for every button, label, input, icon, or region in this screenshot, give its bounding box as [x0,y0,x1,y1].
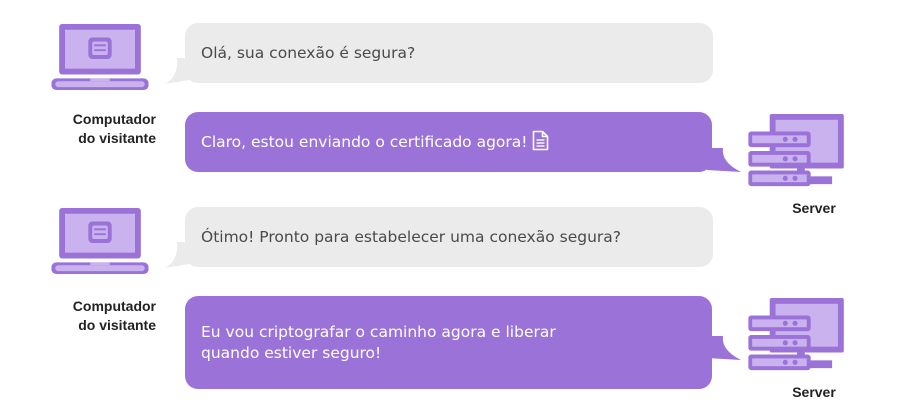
client-label-line1: Computador [72,298,156,314]
client-laptop-icon [51,22,149,92]
message-text: Claro, estou enviando o certificado agor… [201,130,549,153]
client-label-line1: Computador [72,111,156,127]
message-bubble-server: Claro, estou enviando o certificado agor… [185,112,712,172]
bubble-tail [165,242,189,268]
bubble-tail [707,336,741,360]
message-text: Olá, sua conexão é segura? [201,43,416,62]
message-bubble-client: Olá, sua conexão é segura? [185,23,713,83]
client-label-line2: do visitante [78,130,156,146]
server-label: Server [792,384,836,400]
message-bubble-client: Ótimo! Pronto para estabelecer uma conex… [185,207,713,267]
client-label-line2: do visitante [78,317,156,333]
server-icon [748,296,846,374]
server-icon [748,112,846,190]
client-label: Computador do visitante [6,297,156,335]
message-bubble-server: Eu vou criptografar o caminho agora e li… [185,296,712,389]
message-text: Ótimo! Pronto para estabelecer uma conex… [201,227,621,246]
bubble-tail [707,148,741,172]
bubble-tail [165,58,189,84]
message-text: Eu vou criptografar o caminho agora e li… [201,322,556,362]
client-laptop-icon [51,206,149,276]
message-text-content: Claro, estou enviando o certificado agor… [201,132,528,151]
server-label: Server [792,200,836,216]
client-label: Computador do visitante [6,110,156,148]
document-icon [532,130,548,151]
